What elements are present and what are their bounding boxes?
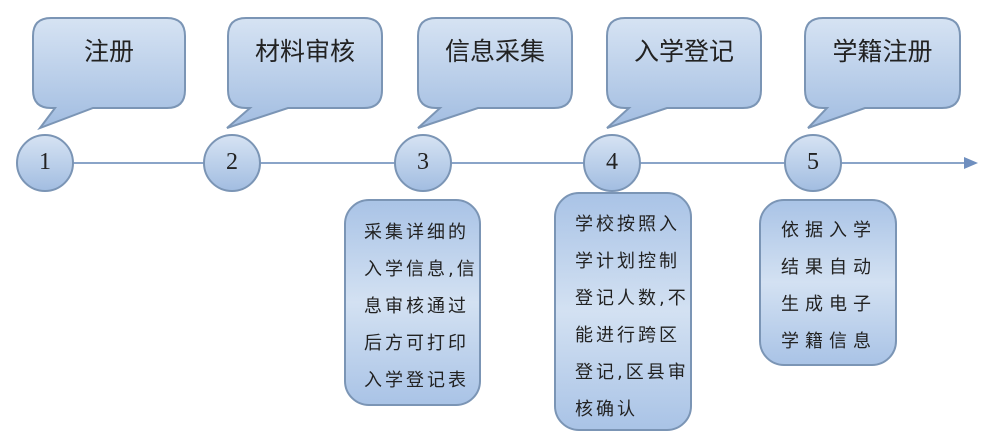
detail-text-step4: 学校按照入学计划控制登记人数,不能进行跨区登记,区县审核确认 xyxy=(575,214,689,420)
step-title-5: 学籍注册 xyxy=(832,37,933,66)
step-circle-5 xyxy=(784,134,842,192)
step-number-4: 4 xyxy=(606,149,618,175)
step-number-5: 5 xyxy=(807,149,819,175)
detail-text-step5: 依据入学结果自动生成电子学籍信息 xyxy=(781,220,877,352)
callout-bubble-2 xyxy=(226,17,383,129)
step-title-3: 信息采集 xyxy=(444,37,545,66)
timeline-arrow-icon xyxy=(964,157,978,169)
step-title-4: 入学登记 xyxy=(633,37,734,66)
callout-bubble-3 xyxy=(417,17,573,129)
callout-bubble-1 xyxy=(32,17,186,131)
step-circle-3 xyxy=(394,134,452,192)
step-title-1: 注册 xyxy=(83,37,134,66)
detail-box-step5 xyxy=(759,199,897,366)
step-number-3: 3 xyxy=(417,149,429,175)
step-circle-4 xyxy=(583,134,641,192)
detail-box-step4 xyxy=(554,192,692,431)
detail-text-step3: 采集详细的入学信息,信息审核通过后方可打印入学登记表 xyxy=(364,222,478,391)
step-number-2: 2 xyxy=(226,149,238,175)
callout-bubble-5 xyxy=(804,17,961,129)
step-title-2: 材料审核 xyxy=(254,37,355,66)
step-circle-2 xyxy=(203,134,261,192)
step-number-1: 1 xyxy=(39,149,51,175)
detail-box-step3 xyxy=(344,199,481,406)
callout-bubble-4 xyxy=(606,17,762,129)
step-circle-1 xyxy=(16,134,74,192)
